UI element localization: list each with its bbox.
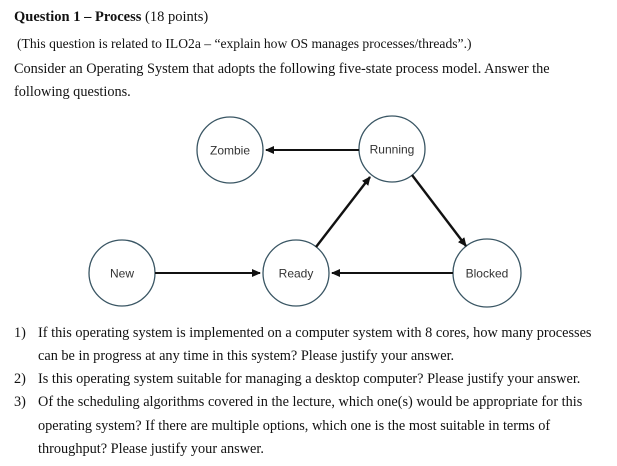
state-node-ready xyxy=(262,239,330,307)
question-number: 1) xyxy=(14,325,26,341)
question-list: 1) If this operating system is implement… xyxy=(14,322,606,461)
state-node-zombie xyxy=(196,116,264,184)
question-item-1: 1) If this operating system is implement… xyxy=(14,322,606,368)
question-heading: Question 1 – Process (18 points) xyxy=(14,8,208,26)
question-heading-points: (18 points) xyxy=(141,9,209,25)
question-text: If this operating system is implemented … xyxy=(38,325,592,365)
state-label-blocked: Blocked xyxy=(466,267,509,281)
transition-running-to-blocked xyxy=(411,174,467,247)
question-text: Is this operating system suitable for ma… xyxy=(38,371,581,388)
intro-paragraph: Consider an Operating System that adopts… xyxy=(14,61,550,101)
ilo-note: (This question is related to ILO2a – “ex… xyxy=(17,36,472,51)
question-item-2: 2) Is this operating system suitable for… xyxy=(14,368,606,391)
state-label-running: Running xyxy=(370,143,415,157)
question-text: Of the scheduling algorithms covered in … xyxy=(38,394,583,457)
state-label-ready: Ready xyxy=(279,267,314,281)
question-item-3: 3) Of the scheduling algorithms covered … xyxy=(14,391,606,460)
state-label-zombie: Zombie xyxy=(210,144,250,158)
question-number: 3) xyxy=(14,394,26,411)
question-heading-title: Question 1 – Process xyxy=(14,9,142,25)
state-label-new: New xyxy=(110,267,134,281)
question-number: 2) xyxy=(14,371,26,388)
transition-ready-to-running xyxy=(315,176,371,248)
